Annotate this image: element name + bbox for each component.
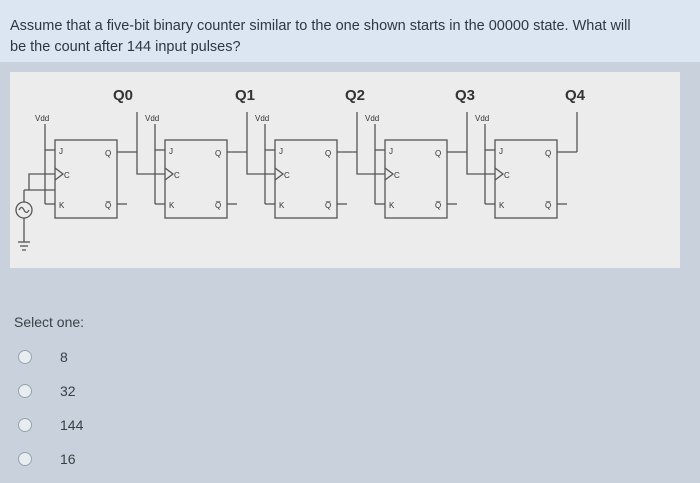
clock-triangle — [274, 167, 285, 181]
question-text: Assume that a five-bit binary counter si… — [0, 0, 700, 62]
answer-option-label: 8 — [60, 349, 68, 365]
clock-connection — [28, 173, 55, 190]
pin-k-label: K — [499, 201, 505, 210]
vdd-label: Vdd — [365, 114, 379, 123]
output-label-q0: Q0 — [113, 87, 133, 104]
pin-c-label: C — [284, 171, 290, 180]
answer-option[interactable]: 16 — [16, 442, 83, 476]
vdd-label: Vdd — [255, 114, 269, 123]
pin-c-label: C — [64, 171, 70, 180]
clock-triangle — [494, 167, 505, 181]
answer-options: 8 32 144 16 — [16, 340, 83, 476]
answer-option-label: 16 — [60, 451, 76, 467]
radio-button[interactable] — [18, 452, 32, 466]
flip-flop-body — [54, 139, 118, 219]
pin-q-label: Q — [435, 149, 441, 158]
flip-flop — [356, 112, 468, 219]
vdd-label: Vdd — [145, 114, 159, 123]
ripple-connection — [246, 152, 275, 175]
question-line-1: Assume that a five-bit binary counter si… — [10, 18, 631, 34]
pin-q-label: Q — [325, 149, 331, 158]
pin-c-label: C — [394, 171, 400, 180]
radio-button[interactable] — [18, 384, 32, 398]
pin-k-label: K — [279, 201, 285, 210]
clock-triangle — [164, 167, 175, 181]
answer-option[interactable]: 32 — [16, 374, 83, 408]
output-label-q4: Q4 — [565, 87, 586, 104]
pin-q-label: Q — [545, 149, 551, 158]
pin-q-label: Q — [215, 149, 221, 158]
pin-j-label: J — [499, 147, 503, 156]
flip-flop — [246, 112, 358, 219]
flip-flop — [136, 112, 248, 219]
answer-option[interactable]: 8 — [16, 340, 83, 374]
pin-j-label: J — [59, 147, 63, 156]
flip-flop-body — [384, 139, 448, 219]
answer-option-label: 144 — [60, 417, 84, 433]
answer-option[interactable]: 144 — [16, 408, 83, 442]
flip-flop-body — [494, 139, 558, 219]
pin-k-label: K — [389, 201, 395, 210]
flip-flop — [466, 112, 578, 219]
pin-qbar-label: Q̅ — [105, 201, 111, 210]
pin-qbar-label: Q̅ — [325, 201, 331, 210]
ripple-connection — [136, 152, 165, 175]
pin-j-label: J — [279, 147, 283, 156]
pin-k-label: K — [169, 201, 175, 210]
select-one-label: Select one: — [14, 314, 85, 330]
vdd-label: Vdd — [35, 114, 49, 123]
output-label-q2: Q2 — [345, 87, 365, 104]
output-label-q1: Q1 — [235, 87, 255, 104]
vdd-label: Vdd — [475, 114, 489, 123]
pin-k-label: K — [59, 201, 65, 210]
clock-triangle — [384, 167, 395, 181]
output-label-q3: Q3 — [455, 87, 475, 104]
pin-j-label: J — [389, 147, 393, 156]
flip-flop — [28, 112, 138, 219]
ripple-connection — [466, 152, 495, 175]
pin-qbar-label: Q̅ — [215, 201, 221, 210]
flip-flop-body — [164, 139, 228, 219]
radio-button[interactable] — [18, 350, 32, 364]
answer-option-label: 32 — [60, 383, 76, 399]
pin-c-label: C — [504, 171, 510, 180]
pin-j-label: J — [169, 147, 173, 156]
clock-triangle — [54, 167, 65, 181]
question-line-2: be the count after 144 input pulses? — [10, 39, 241, 55]
pin-qbar-label: Q̅ — [435, 201, 441, 210]
pin-q-label: Q — [105, 149, 111, 158]
pin-c-label: C — [174, 171, 180, 180]
radio-button[interactable] — [18, 418, 32, 432]
ripple-connection — [356, 152, 385, 175]
flip-flop-body — [274, 139, 338, 219]
pin-qbar-label: Q̅ — [545, 201, 551, 210]
